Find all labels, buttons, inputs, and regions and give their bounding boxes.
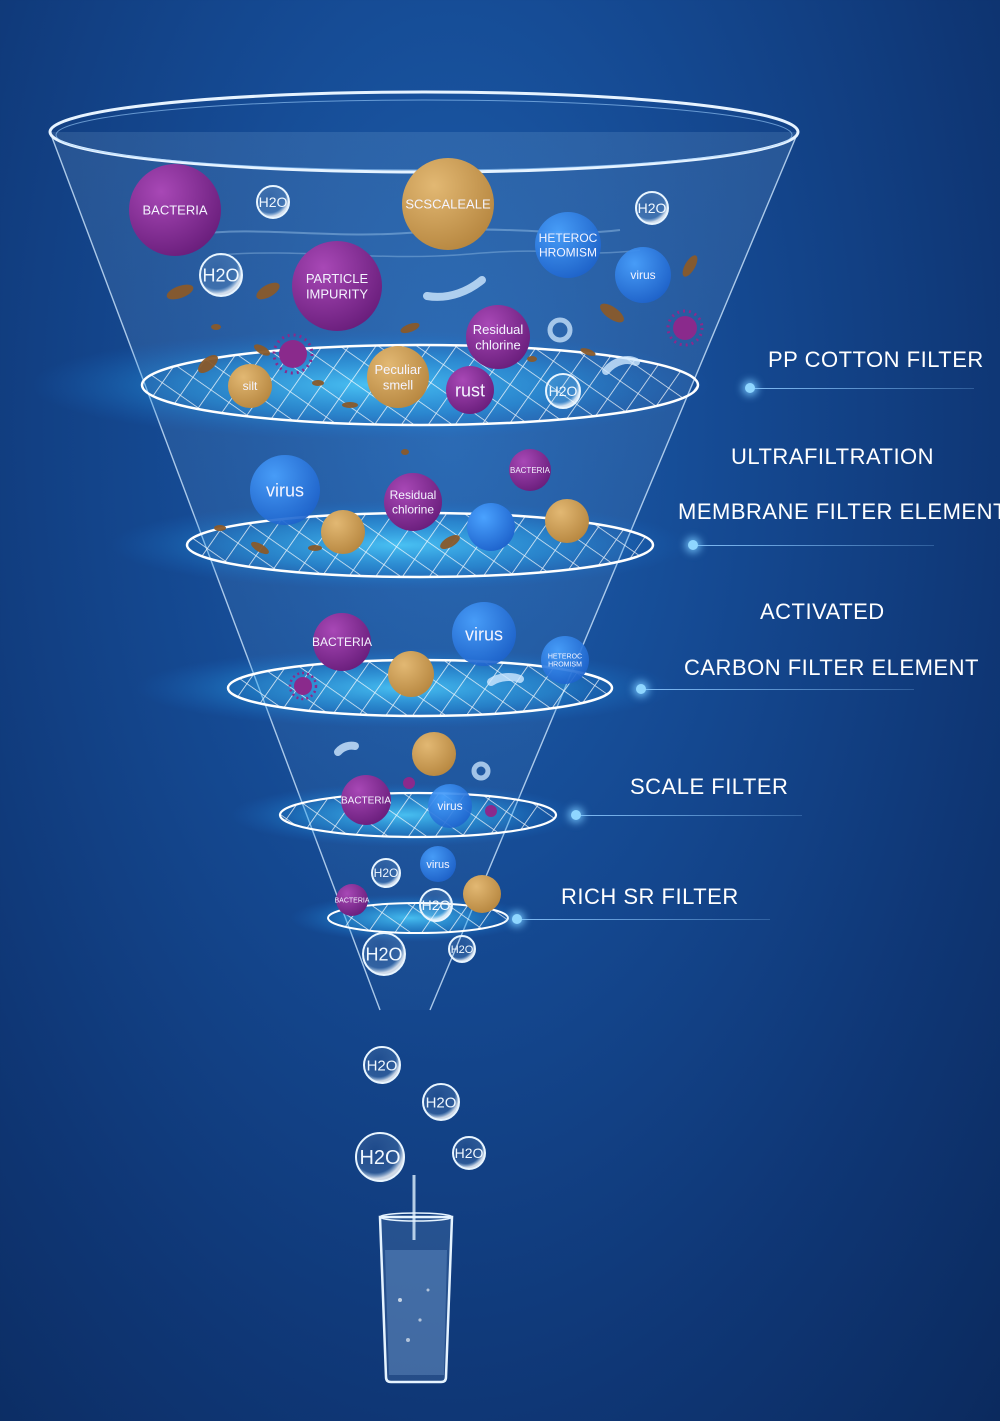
particle-gold: SCSCALEALE (402, 158, 494, 250)
pp-cotton-leader-line (752, 388, 974, 389)
particle-blue: virus (250, 455, 320, 525)
particle-label: BACTERIA (510, 466, 551, 475)
particle-label: PARTICLE (306, 271, 369, 286)
debris-icon (166, 255, 698, 555)
ring-icon (471, 317, 573, 781)
particle-label: virus (630, 268, 655, 282)
water-molecule-icon: H2O (452, 1136, 486, 1170)
particle-label: BACTERIA (312, 635, 372, 649)
gold-particle (412, 732, 456, 776)
scale-marker (571, 810, 581, 820)
particle-gold: silt (228, 364, 272, 408)
h2o-label: H2O (374, 866, 399, 880)
rich-sr-marker (512, 914, 522, 924)
blue-particle (467, 503, 515, 551)
h2o-label: H2O (426, 1094, 457, 1111)
ultrafiltration-label-line2: MEMBRANE FILTER ELEMENT (678, 499, 1000, 524)
gold-particle (545, 499, 589, 543)
rich-sr-filter-label: RICH SR FILTER (561, 884, 739, 909)
pp-cotton-filter-label: PP COTTON FILTER (768, 347, 984, 372)
h2o-label: H2O (422, 897, 451, 913)
rich-sr-leader-line (518, 919, 770, 920)
particle-label: Residual (473, 322, 524, 337)
particle-label: virus (266, 480, 304, 500)
particle-label: virus (465, 624, 503, 644)
particle-label: HROMISM (539, 245, 597, 259)
worm-icon (334, 276, 640, 756)
carbon-marker (636, 684, 646, 694)
particle-blue: virus (615, 247, 671, 303)
water-molecule-icon: H2O (363, 1046, 401, 1084)
h2o-label: H2O (549, 383, 578, 399)
gold-particle (463, 875, 501, 913)
h2o-label: H2O (259, 194, 288, 210)
h2o-label: H2O (359, 1147, 400, 1169)
water-molecule-icon: H2O (419, 888, 453, 922)
filter-disk-scale (230, 783, 580, 847)
water-molecule-icon: H2O (362, 932, 406, 976)
particle-blue: virus (428, 784, 472, 828)
particle-label: HETEROC (539, 231, 598, 245)
particle-label: smell (383, 377, 413, 392)
water-molecule-icon: H2O (448, 935, 476, 963)
h2o-label: H2O (202, 265, 239, 285)
virus-icon (272, 309, 704, 817)
h2o-label: H2O (455, 1145, 484, 1161)
particle-purple: BACTERIA (509, 449, 551, 491)
ultrafiltration-marker (688, 540, 698, 550)
particle-purple: BACTERIA (129, 164, 221, 256)
water-molecule-icon: H2O (256, 185, 290, 219)
particle-label: SCSCALEALE (405, 197, 491, 212)
particle-label: rust (455, 380, 485, 400)
h2o-label: H2O (367, 1057, 398, 1074)
carbon-label-line2: CARBON FILTER ELEMENT (684, 655, 979, 680)
particle-label: IMPURITY (306, 286, 368, 301)
pp-cotton-marker (745, 383, 755, 393)
h2o-label: H2O (451, 944, 474, 956)
water-glass-icon (378, 1175, 454, 1384)
particle-purple: BACTERIA (334, 884, 370, 916)
particle-label: BACTERIA (334, 897, 369, 904)
ultrafiltration-leader-line (694, 545, 934, 546)
particle-label: Residual (390, 488, 437, 502)
filter-disk-uf (110, 500, 690, 590)
particle-label: HETEROC (548, 653, 582, 660)
particle-label: BACTERIA (341, 796, 391, 807)
h2o-label: H2O (365, 944, 402, 964)
particle-blue: virus (452, 602, 516, 666)
ultrafiltration-label-line1: ULTRAFILTRATION (731, 444, 935, 469)
particle-label: chlorine (392, 502, 434, 516)
particle-blue: HETEROC HROMISM (541, 636, 589, 684)
particle-purple: BACTERIA (341, 775, 391, 825)
carbon-leader-line (642, 689, 914, 690)
scale-leader-line (577, 815, 802, 816)
particle-label: HROMISM (548, 662, 582, 669)
water-molecule-icon: H2O (545, 373, 581, 409)
particle-label: virus (437, 799, 462, 813)
particle-label: virus (426, 859, 450, 871)
carbon-label-line1: ACTIVATED (760, 599, 885, 624)
water-molecule-icon: H2O (199, 253, 243, 297)
water-molecule-icon: H2O (371, 858, 401, 888)
particle-label: chlorine (475, 337, 521, 352)
water-molecule-icon: H2O (422, 1083, 460, 1121)
water-molecule-icon: H2O (635, 191, 669, 225)
water-molecule-icon: H2O (355, 1132, 405, 1182)
particle-label: Peculiar (375, 362, 423, 377)
scale-filter-label: SCALE FILTER (630, 774, 789, 799)
h2o-label: H2O (638, 200, 667, 216)
particle-purple: rust (446, 366, 494, 414)
particle-label: BACTERIA (142, 203, 207, 218)
gold-particle (388, 651, 434, 697)
gold-particle (321, 510, 365, 554)
particle-label: silt (243, 379, 258, 393)
particle-blue: virus (420, 846, 456, 882)
particle-purple: BACTERIA (312, 613, 372, 671)
